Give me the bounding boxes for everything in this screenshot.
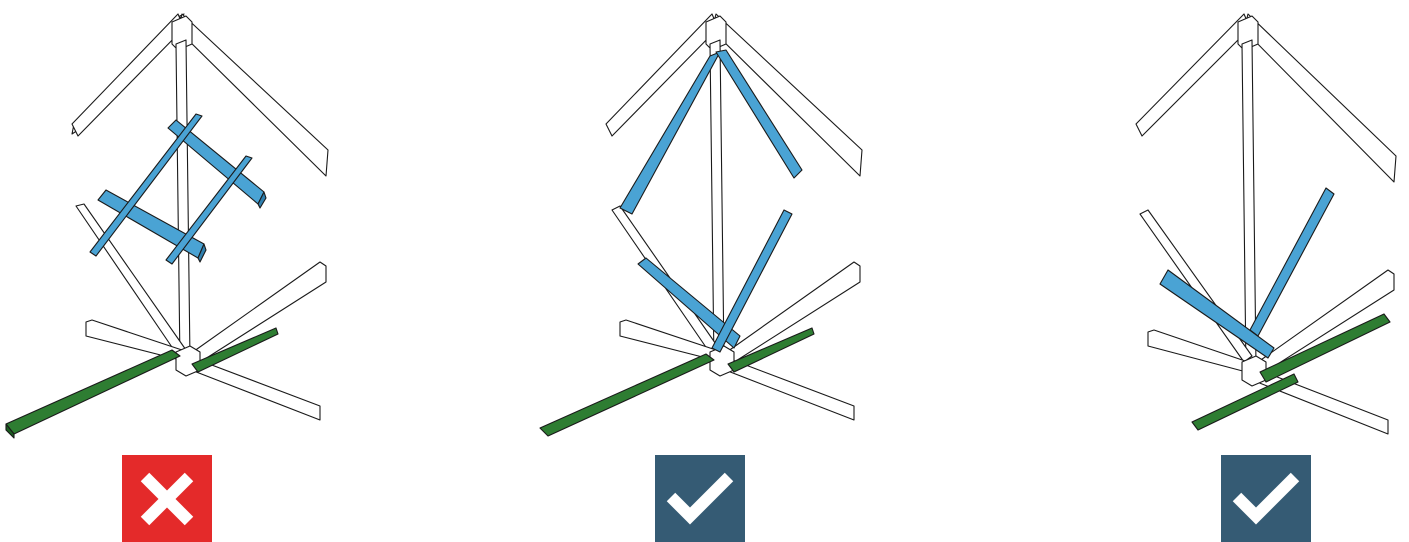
right-rafter <box>1244 14 1396 182</box>
base-hub <box>176 346 200 376</box>
right-strut <box>190 262 326 366</box>
left-rafter <box>1136 14 1250 136</box>
left-rafter-face <box>72 14 184 136</box>
right-strut <box>724 262 860 366</box>
center-post <box>176 40 190 364</box>
blue-brace-right <box>1250 188 1334 336</box>
panel-2-verdict-badge <box>655 455 745 542</box>
panel-3-frame-illustration <box>1136 14 1396 434</box>
base-hub <box>710 346 734 376</box>
panel-3-verdict-badge <box>1221 455 1311 542</box>
panel-1-verdict-badge <box>122 455 212 542</box>
panel-2-frame-illustration <box>540 14 862 436</box>
green-base-front <box>6 350 180 434</box>
panel-1-frame-illustration <box>6 14 328 438</box>
green-base-front <box>540 354 714 436</box>
center-post <box>1242 40 1256 370</box>
